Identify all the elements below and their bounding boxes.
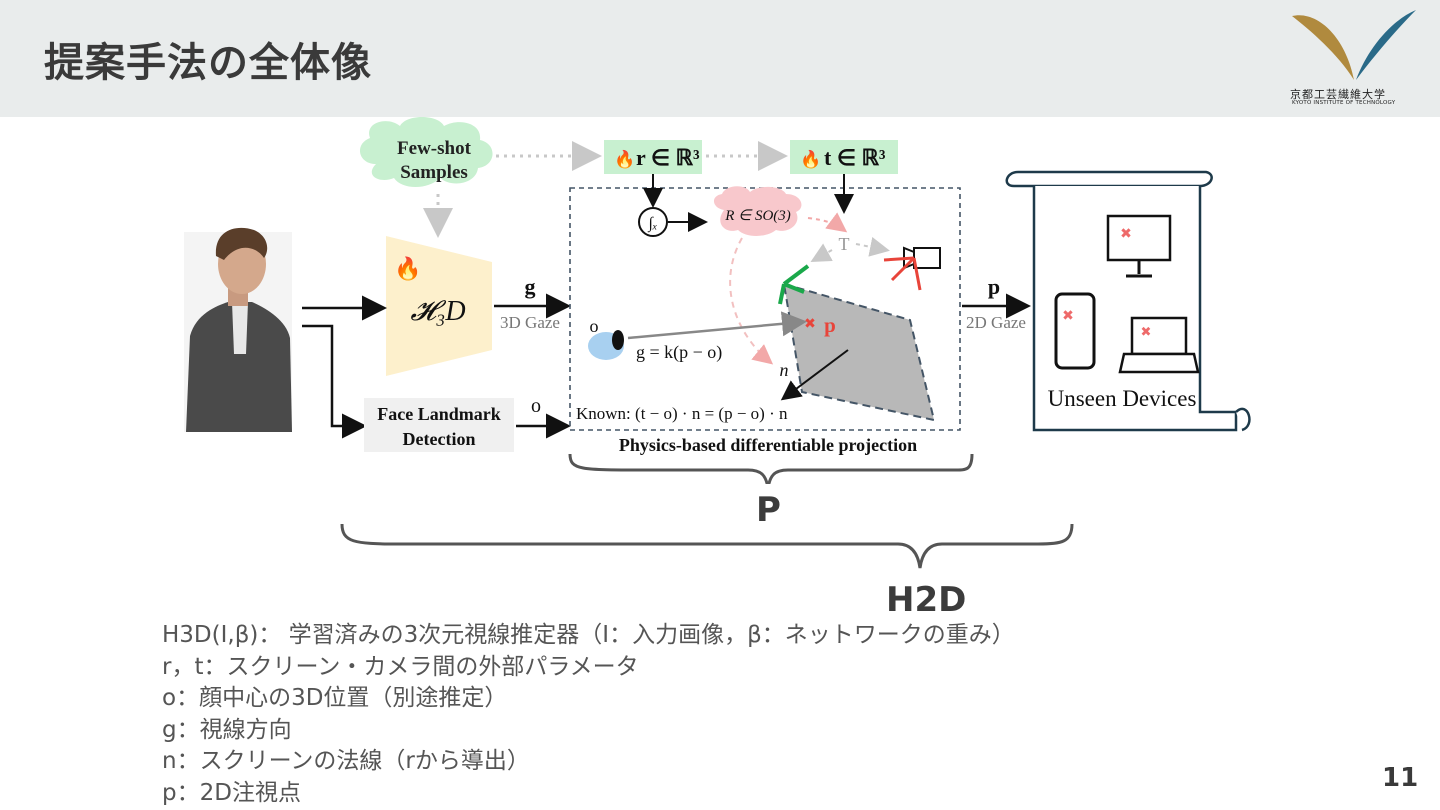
- brace-H2D-svg: [340, 523, 1074, 569]
- input-to-landmark-arrow: [302, 324, 367, 439]
- monitor-icon: ✖: [1106, 214, 1172, 278]
- rotation-to-t-arrow: [807, 212, 848, 233]
- axis-green-1: [782, 264, 810, 286]
- note-p: p：2D注視点: [162, 779, 301, 806]
- axis-green-3: [783, 282, 805, 294]
- note-o: o：顔中心の3D位置（別途推定）: [162, 685, 508, 711]
- param-t-box: 🔥 t ∈ ℝ³: [790, 140, 898, 174]
- notes-list: H3D(I,β)： 学習済みの3次元視線推定器（I：入力画像，β：ネットワークの…: [162, 620, 1015, 809]
- few-shot-line2: Samples: [400, 162, 468, 183]
- person-photo: [184, 227, 292, 432]
- param-r-label: r ∈ ℝ³: [636, 145, 700, 170]
- laptop-icon: ✖: [1118, 316, 1200, 374]
- projection-box: [569, 187, 961, 431]
- face-landmark-line2: Detection: [403, 429, 476, 449]
- phone-target-icon: ✖: [1062, 308, 1074, 324]
- unseen-devices-label: Unseen Devices: [1048, 386, 1197, 411]
- note-g: g：視線方向: [162, 716, 292, 743]
- brace-P-label: P: [756, 490, 781, 530]
- few-shot-line1: Few-shot: [397, 138, 472, 159]
- note-n: n：スクリーンの法線（rから導出）: [162, 748, 530, 774]
- face-landmark-box: Face Landmark Detection: [364, 398, 514, 452]
- slide-title: 提案手法の全体像: [44, 40, 372, 86]
- function-icon: [638, 207, 668, 237]
- screen-plane: [778, 264, 936, 422]
- eye-icon: [588, 330, 624, 360]
- param-t-label: t ∈ ℝ³: [824, 145, 886, 170]
- T-to-screen-arrow: [810, 243, 833, 262]
- laptop-target-icon: ✖: [1141, 325, 1152, 340]
- unseen-devices-scroll: ✖ ✖ ✖ Unseen Devices: [1005, 170, 1251, 432]
- g-formula: g = k(p − o): [636, 342, 722, 363]
- output-sublabel: 2D Gaze: [966, 313, 1026, 332]
- logo-subtitle: KYOTO INSTITUTE OF TECHNOLOGY: [1292, 100, 1396, 106]
- normal-arrow: [780, 349, 849, 401]
- normal-label: n: [780, 360, 789, 380]
- slide-header: [0, 0, 1440, 117]
- rotation-label: R ∈ SO(3): [724, 208, 791, 224]
- note-rt: r，t：スクリーン・カメラ間の外部パラメータ: [162, 653, 639, 680]
- gaze-ray-arrow: [627, 311, 807, 340]
- known-equation: Known: (t − o) · n = (p − o) · n: [576, 404, 788, 423]
- monitor-target-icon: ✖: [1120, 226, 1132, 242]
- target-x-icon: ✖: [804, 316, 816, 332]
- physics-caption: Physics-based differentiable projection: [619, 435, 917, 455]
- page-number: 11: [1382, 763, 1419, 793]
- T-to-camera-arrow: [855, 237, 890, 257]
- phone-icon: ✖: [1054, 292, 1096, 370]
- o-point-label: o: [590, 316, 599, 336]
- brace-P: [568, 453, 974, 484]
- flame-icon: 🔥: [800, 149, 821, 170]
- o-input-label: o: [531, 395, 541, 417]
- model-label: 𝓗₃D: [410, 296, 465, 327]
- camera-icon: [883, 246, 941, 291]
- flame-icon: 🔥: [614, 149, 635, 170]
- T-label: T: [839, 234, 850, 254]
- axis-green-2: [778, 283, 786, 305]
- few-shot-cloud: Few-shot Samples: [359, 117, 493, 187]
- g-label: g: [525, 274, 536, 299]
- g-sublabel: 3D Gaze: [500, 313, 560, 332]
- note-h3d: H3D(I,β)： 学習済みの3次元視線推定器（I：入力画像，β：ネットワークの…: [162, 622, 1015, 648]
- method-diagram: Few-shot Samples 🔥 r ∈ ℝ³ 🔥 t ∈ ℝ³ 🔥 𝓗₃D…: [184, 117, 1251, 484]
- flame-icon: 🔥: [394, 256, 421, 282]
- p-point-label: p: [824, 313, 836, 337]
- rotation-to-normal-arrow: [729, 237, 774, 365]
- model-h3d: 🔥 𝓗₃D: [386, 236, 492, 376]
- logo-name: 京都工芸繊維大学: [1290, 88, 1386, 101]
- rotation-cloud: R ∈ SO(3): [713, 186, 802, 236]
- face-landmark-line1: Face Landmark: [377, 404, 501, 424]
- output-p-label: p: [988, 274, 1000, 299]
- function-symbol-icon: ∫ₓ: [648, 215, 658, 233]
- university-logo: [1292, 10, 1416, 80]
- brace-H2D-label: H2D: [886, 580, 967, 620]
- param-r-box: 🔥 r ∈ ℝ³: [604, 140, 702, 174]
